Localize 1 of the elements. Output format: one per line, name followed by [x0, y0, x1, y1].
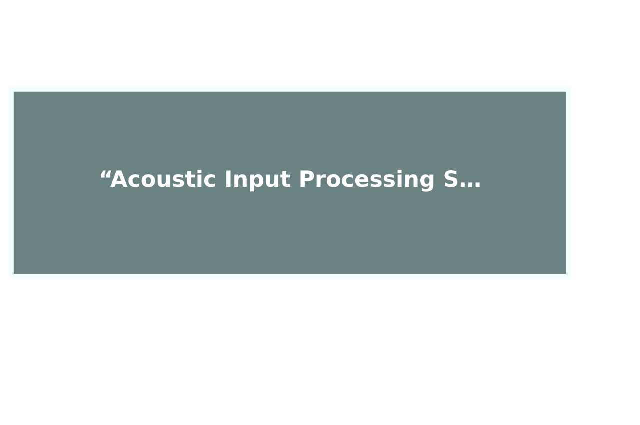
node-box: “Acoustic Input Processing S…: [14, 91, 566, 274]
